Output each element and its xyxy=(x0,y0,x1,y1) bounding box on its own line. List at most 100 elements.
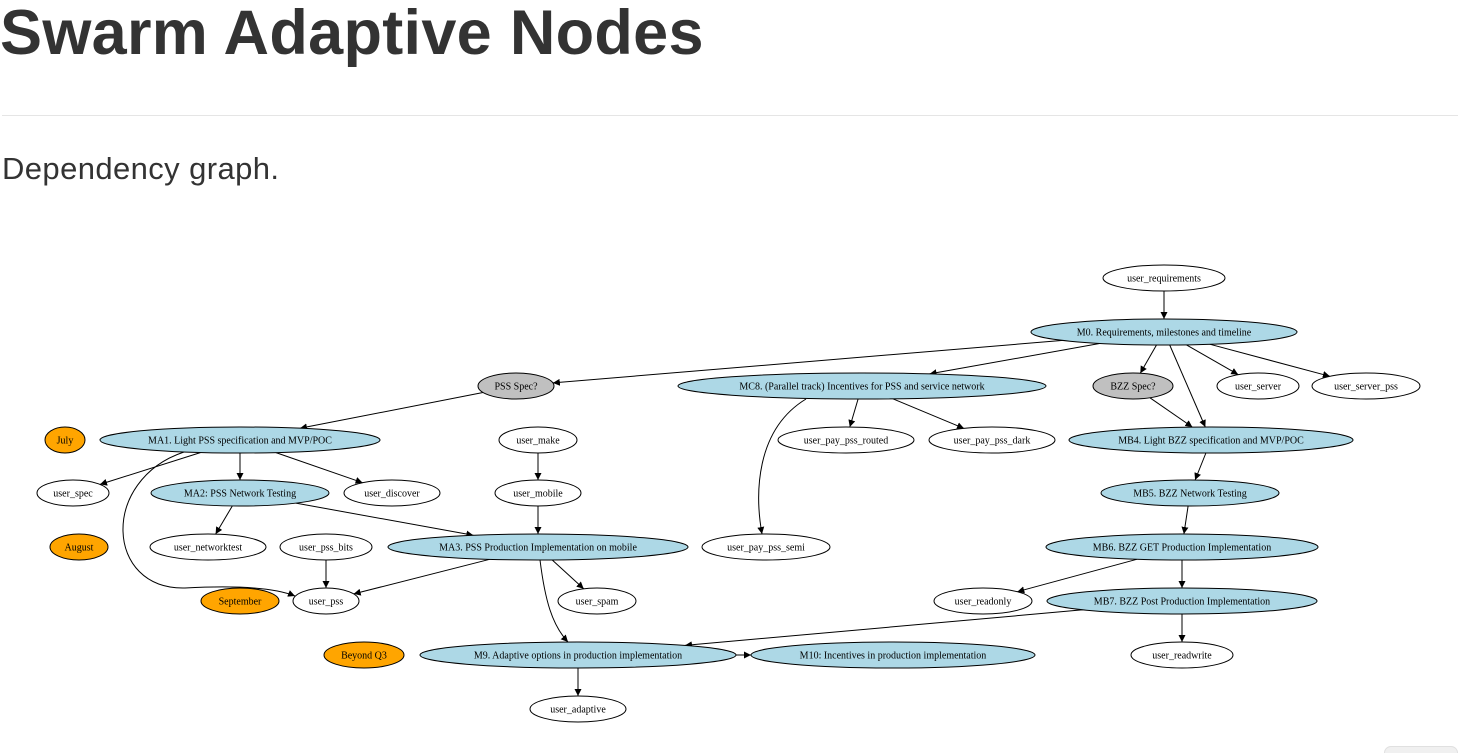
node-label: user_spam xyxy=(576,597,619,608)
node-label: August xyxy=(65,543,94,554)
graph-node-user-pss: user_pss xyxy=(292,587,360,615)
node-label: user_make xyxy=(516,436,560,447)
edge-arrow xyxy=(275,452,363,484)
graph-node-user-readonly: user_readonly xyxy=(933,587,1033,615)
node-shape xyxy=(1030,318,1298,346)
node-label: M0. Requirements, milestones and timelin… xyxy=(1077,328,1252,339)
edge-arrow xyxy=(295,502,474,538)
node-shape xyxy=(200,587,280,615)
node-label: user_readwrite xyxy=(1152,651,1212,662)
node-shape xyxy=(701,533,831,561)
graph-node-mb5: MB5. BZZ Network Testing xyxy=(1100,479,1280,507)
graph-node-m9: M9. Adaptive options in production imple… xyxy=(419,641,737,669)
edge-arrow xyxy=(684,609,1084,649)
node-shape xyxy=(777,426,915,454)
node-label: user_networktest xyxy=(174,543,243,554)
node-label: M10: Incentives in production implementa… xyxy=(800,651,987,662)
graph-node-user-pay-pss-semi: user_pay_pss_semi xyxy=(701,533,831,561)
node-shape xyxy=(99,426,381,454)
node-shape xyxy=(928,426,1056,454)
graph-node-user-requirements: user_requirements xyxy=(1102,264,1226,292)
edge-pss_spec-to-ma1 xyxy=(299,392,484,431)
edge-ma3-to-user_pss xyxy=(353,558,490,596)
node-label: July xyxy=(57,436,74,447)
edge-arrow xyxy=(552,339,1063,386)
edge-ma3-to-user_spam xyxy=(551,559,585,590)
edge-mc8-to-user_pay_pss_dark xyxy=(892,398,965,429)
graph-node-user-make: user_make xyxy=(498,426,578,454)
edge-arrow xyxy=(539,559,569,643)
edge-mb4-to-mb5 xyxy=(1194,452,1207,481)
node-label: MC8. (Parallel track) Incentives for PSS… xyxy=(739,382,984,393)
node-shape xyxy=(1045,533,1319,561)
graph-node-user-pss-bits: user_pss_bits xyxy=(279,533,373,561)
graph-node-ma1: MA1. Light PSS specification and MVP/POC xyxy=(99,426,381,454)
graph-node-pss-spec: PSS Spec? xyxy=(477,372,555,400)
node-shape xyxy=(323,641,405,669)
edge-arrow xyxy=(122,451,296,597)
node-shape xyxy=(36,479,110,507)
graph-node-user-mobile: user_mobile xyxy=(494,479,582,507)
node-shape xyxy=(1100,479,1280,507)
edge-m0-to-mb4 xyxy=(1169,344,1206,428)
edge-arrow xyxy=(1149,397,1193,428)
node-label: user_adaptive xyxy=(550,705,606,716)
node-label: MB6. BZZ GET Production Implementation xyxy=(1093,543,1271,554)
node-label: MA1. Light PSS specification and MVP/POC xyxy=(148,436,332,447)
node-shape xyxy=(149,533,267,561)
edge-arrow xyxy=(299,392,484,431)
node-shape xyxy=(494,479,582,507)
graph-node-m0: M0. Requirements, milestones and timelin… xyxy=(1030,318,1298,346)
node-shape xyxy=(419,641,737,669)
node-label: user_server xyxy=(1235,382,1282,393)
edge-m0-to-pss_spec xyxy=(552,339,1063,386)
edge-ma3-to-m9 xyxy=(539,559,569,643)
edge-arrow xyxy=(1186,344,1239,376)
graph-node-mc8: MC8. (Parallel track) Incentives for PSS… xyxy=(677,372,1047,400)
edge-arrow xyxy=(1181,505,1189,535)
graph-node-m10: M10: Incentives in production implementa… xyxy=(750,641,1036,669)
edge-mb6-to-user_readonly xyxy=(1017,558,1137,594)
node-label: M9. Adaptive options in production imple… xyxy=(474,651,682,662)
page-subtitle: Dependency graph. xyxy=(2,151,280,186)
edge-arrow xyxy=(757,398,807,535)
edge-ma2-to-user_networktest xyxy=(215,505,233,535)
node-label: user_discover xyxy=(364,489,420,500)
node-shape xyxy=(677,372,1047,400)
node-shape xyxy=(279,533,373,561)
edge-arrow xyxy=(1194,452,1207,481)
graph-node-user-spec: user_spec xyxy=(36,479,110,507)
graph-node-mb6: MB6. BZZ GET Production Implementation xyxy=(1045,533,1319,561)
node-shape xyxy=(498,426,578,454)
edge-arrow xyxy=(929,342,1101,377)
node-label: MA3. PSS Production Implementation on mo… xyxy=(439,543,637,554)
node-shape xyxy=(1216,372,1300,400)
node-shape xyxy=(750,641,1036,669)
node-label: MA2: PSS Network Testing xyxy=(184,489,296,500)
node-shape xyxy=(387,533,689,561)
node-shape xyxy=(44,426,86,454)
node-shape xyxy=(1046,587,1318,615)
graph-node-user-discover: user_discover xyxy=(343,479,441,507)
edge-m0-to-mc8 xyxy=(929,342,1101,377)
edge-m0-to-user_server xyxy=(1186,344,1239,376)
graph-node-user-server: user_server xyxy=(1216,372,1300,400)
node-shape xyxy=(150,479,330,507)
node-label: user_requirements xyxy=(1127,274,1201,285)
scroll-to-top-button[interactable] xyxy=(1384,746,1458,753)
node-shape xyxy=(1311,372,1421,400)
graph-node-user-pay-pss-routed: user_pay_pss_routed xyxy=(777,426,915,454)
graph-node-mb7: MB7. BZZ Post Production Implementation xyxy=(1046,587,1318,615)
graph-node-user-readwrite: user_readwrite xyxy=(1130,641,1234,669)
edge-arrow xyxy=(1017,558,1137,594)
edge-ma1-to-user_pss xyxy=(122,451,296,597)
graph-node-beyond-q3: Beyond Q3 xyxy=(323,641,405,669)
node-shape xyxy=(343,479,441,507)
node-label: Beyond Q3 xyxy=(341,651,387,662)
node-shape xyxy=(1130,641,1234,669)
node-label: MB7. BZZ Post Production Implementation xyxy=(1094,597,1270,608)
node-label: user_pay_pss_semi xyxy=(727,543,805,554)
edge-ma2-to-ma3 xyxy=(295,502,474,538)
